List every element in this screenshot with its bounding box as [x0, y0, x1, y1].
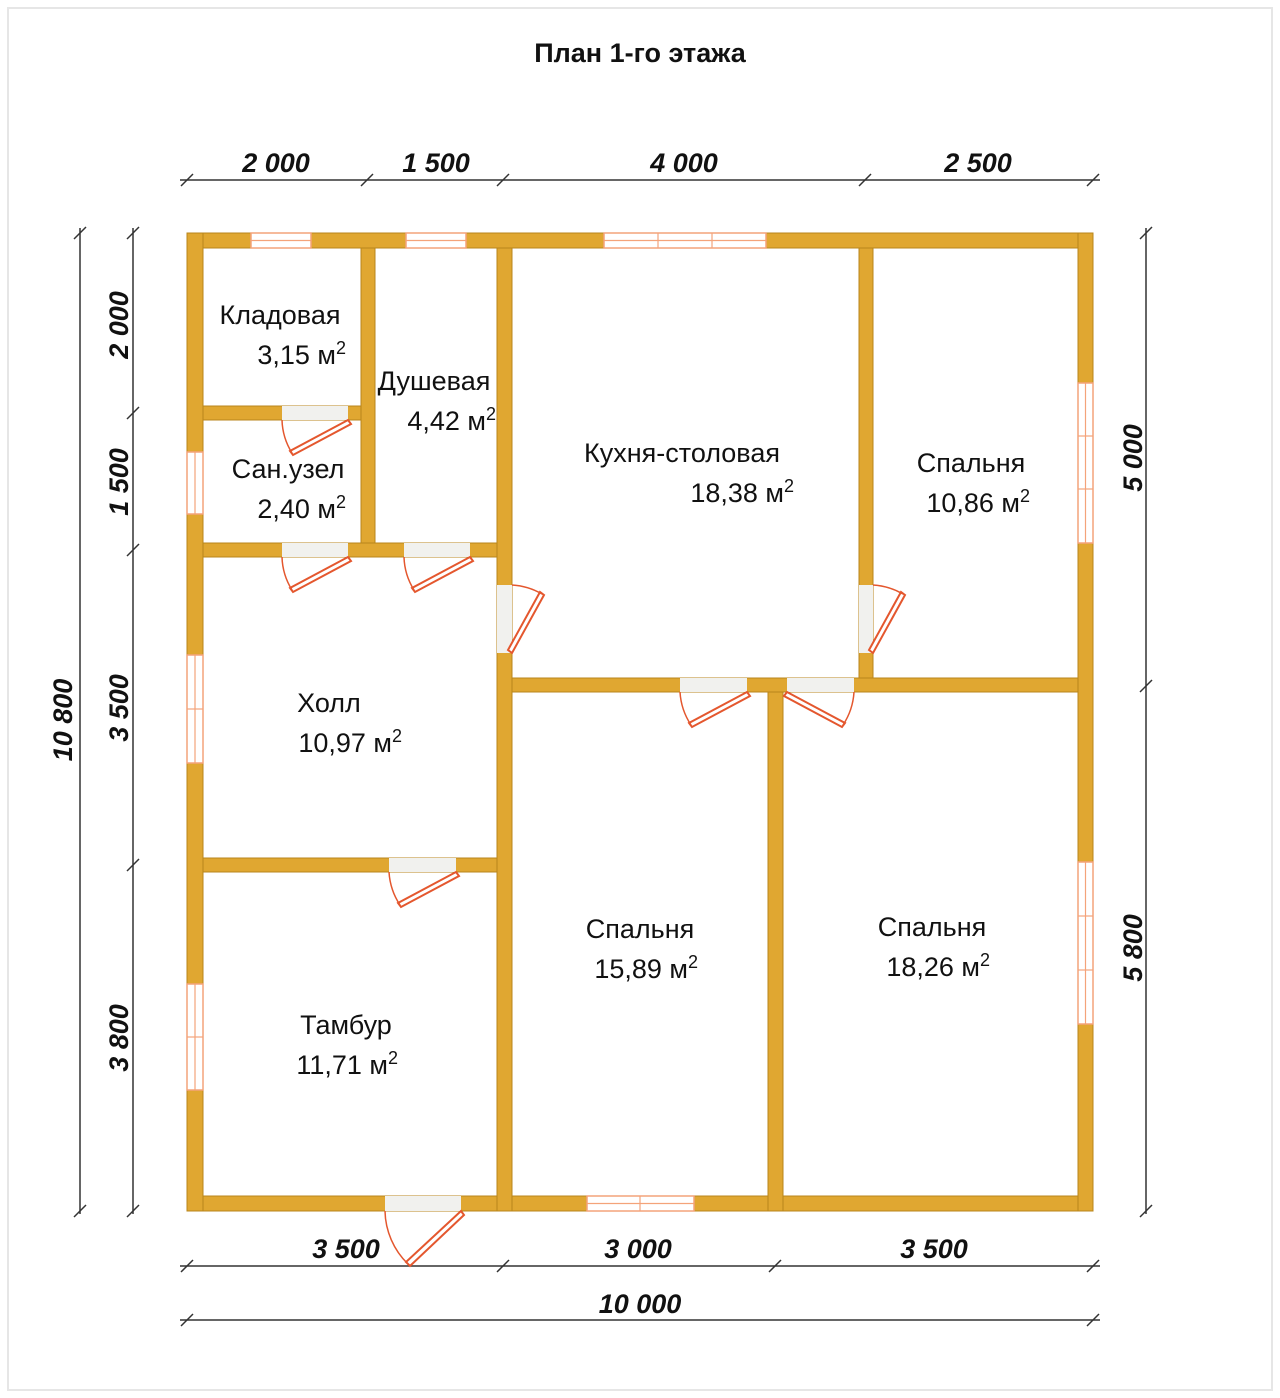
dimension-tick	[180, 173, 194, 187]
doors	[281, 418, 907, 1268]
room-name-shower: Душевая	[378, 366, 491, 396]
room-area-bathroom: 2,40 м2	[257, 492, 346, 524]
dimension-tick	[126, 406, 140, 420]
plan-title: План 1-го этажа	[534, 38, 747, 68]
room-name-bedroom-3: Спальня	[878, 912, 987, 942]
dimension-tick	[1086, 173, 1100, 187]
dimension-tick	[126, 543, 140, 557]
room-name-bedroom-1: Спальня	[917, 448, 1026, 478]
dimension-tick	[180, 1259, 194, 1273]
dimension-tick	[1086, 1259, 1100, 1273]
dimension-tick	[858, 173, 872, 187]
room-name-bathroom: Сан.узел	[232, 454, 345, 484]
dimension-tick	[180, 1313, 194, 1327]
dim-right-2: 5 800	[1118, 914, 1148, 982]
dimension-tick	[768, 1259, 782, 1273]
room-area-storage: 3,15 м2	[257, 338, 346, 370]
dim-bottom-2: 3 000	[604, 1234, 672, 1264]
openings	[186, 232, 1094, 1212]
dim-top-3: 4 000	[649, 148, 718, 178]
dimension-tick	[73, 1204, 87, 1218]
dimension-tick	[360, 173, 374, 187]
dimension-tick	[126, 226, 140, 240]
dim-left-2: 1 500	[104, 448, 134, 516]
room-name-vestibule: Тамбур	[300, 1010, 392, 1040]
room-area-bedroom-3: 18,26 м2	[886, 950, 990, 982]
dim-left-4: 3 800	[104, 1004, 134, 1072]
room-area-bedroom-2: 15,89 м2	[594, 952, 698, 984]
dimension-tick	[1139, 226, 1153, 240]
dimension-tick	[1086, 1313, 1100, 1327]
room-name-kitchen: Кухня-столовая	[584, 438, 780, 468]
room-name-storage: Кладовая	[220, 300, 341, 330]
dimension-tick	[126, 858, 140, 872]
room-area-kitchen: 18,38 м2	[690, 476, 794, 508]
dim-left-3: 3 500	[104, 674, 134, 742]
room-name-bedroom-2: Спальня	[586, 914, 695, 944]
dimension-tick	[496, 173, 510, 187]
page-frame	[7, 7, 1273, 1391]
dimension-tick	[126, 1204, 140, 1218]
dim-top-2: 1 500	[402, 148, 470, 178]
dim-left-total: 10 800	[48, 679, 78, 762]
dim-top-4: 2 500	[943, 148, 1012, 178]
dimension-tick	[496, 1259, 510, 1273]
dimension-tick	[73, 226, 87, 240]
dim-bottom-1: 3 500	[312, 1234, 380, 1264]
dim-bottom-3: 3 500	[900, 1234, 968, 1264]
room-area-shower: 4,42 м2	[407, 404, 496, 436]
dim-right-1: 5 000	[1118, 424, 1148, 492]
room-area-bedroom-1: 10,86 м2	[926, 486, 1030, 518]
room-name-hall: Холл	[297, 688, 361, 718]
dim-bottom-total: 10 000	[599, 1289, 682, 1319]
dim-left-1: 2 000	[104, 291, 134, 360]
dim-top-1: 2 000	[241, 148, 310, 178]
dimension-lines	[73, 173, 1153, 1327]
room-area-hall: 10,97 м2	[298, 726, 402, 758]
dimension-tick	[1139, 679, 1153, 693]
room-area-vestibule: 11,71 м2	[296, 1048, 398, 1080]
dimension-tick	[1139, 1204, 1153, 1218]
